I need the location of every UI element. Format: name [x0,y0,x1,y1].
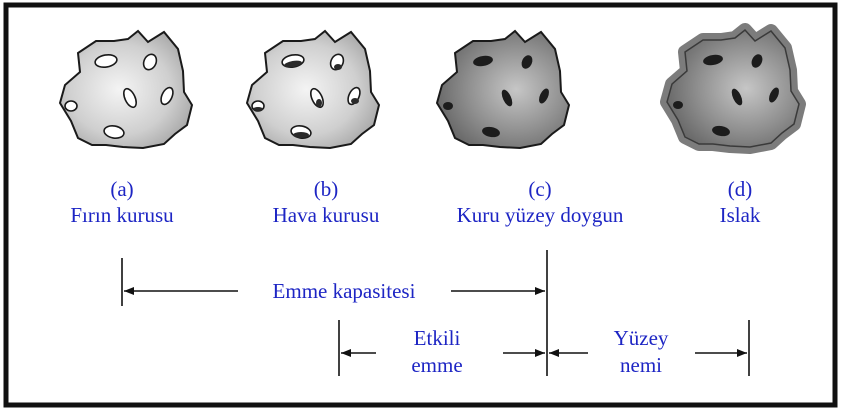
panel-d-caption: Islak [720,203,761,227]
panel-d-letter: (d) [728,177,753,201]
panel-c-letter: (c) [528,177,551,201]
particle-a-oven-dry [60,31,192,148]
effective-absorption-label-line1: Etkili [414,326,461,350]
particle-c-saturated-surface-dry [437,31,569,148]
panel-b-letter: (b) [314,177,339,201]
particle-b-air-dry [247,31,379,148]
panel-c-caption: Kuru yüzey doygun [457,203,624,227]
surface-moisture-label-line1: Yüzey [614,326,669,350]
particle-d-wet [667,30,799,147]
panel-a-letter: (a) [110,177,133,201]
panel-a-caption: Fırın kurusu [70,203,174,227]
surface-moisture-label-line2: nemi [620,353,662,377]
effective-absorption-label-line2: emme [411,353,462,377]
panel-b-caption: Hava kurusu [273,203,380,227]
absorption-capacity-label: Emme kapasitesi [273,279,416,303]
